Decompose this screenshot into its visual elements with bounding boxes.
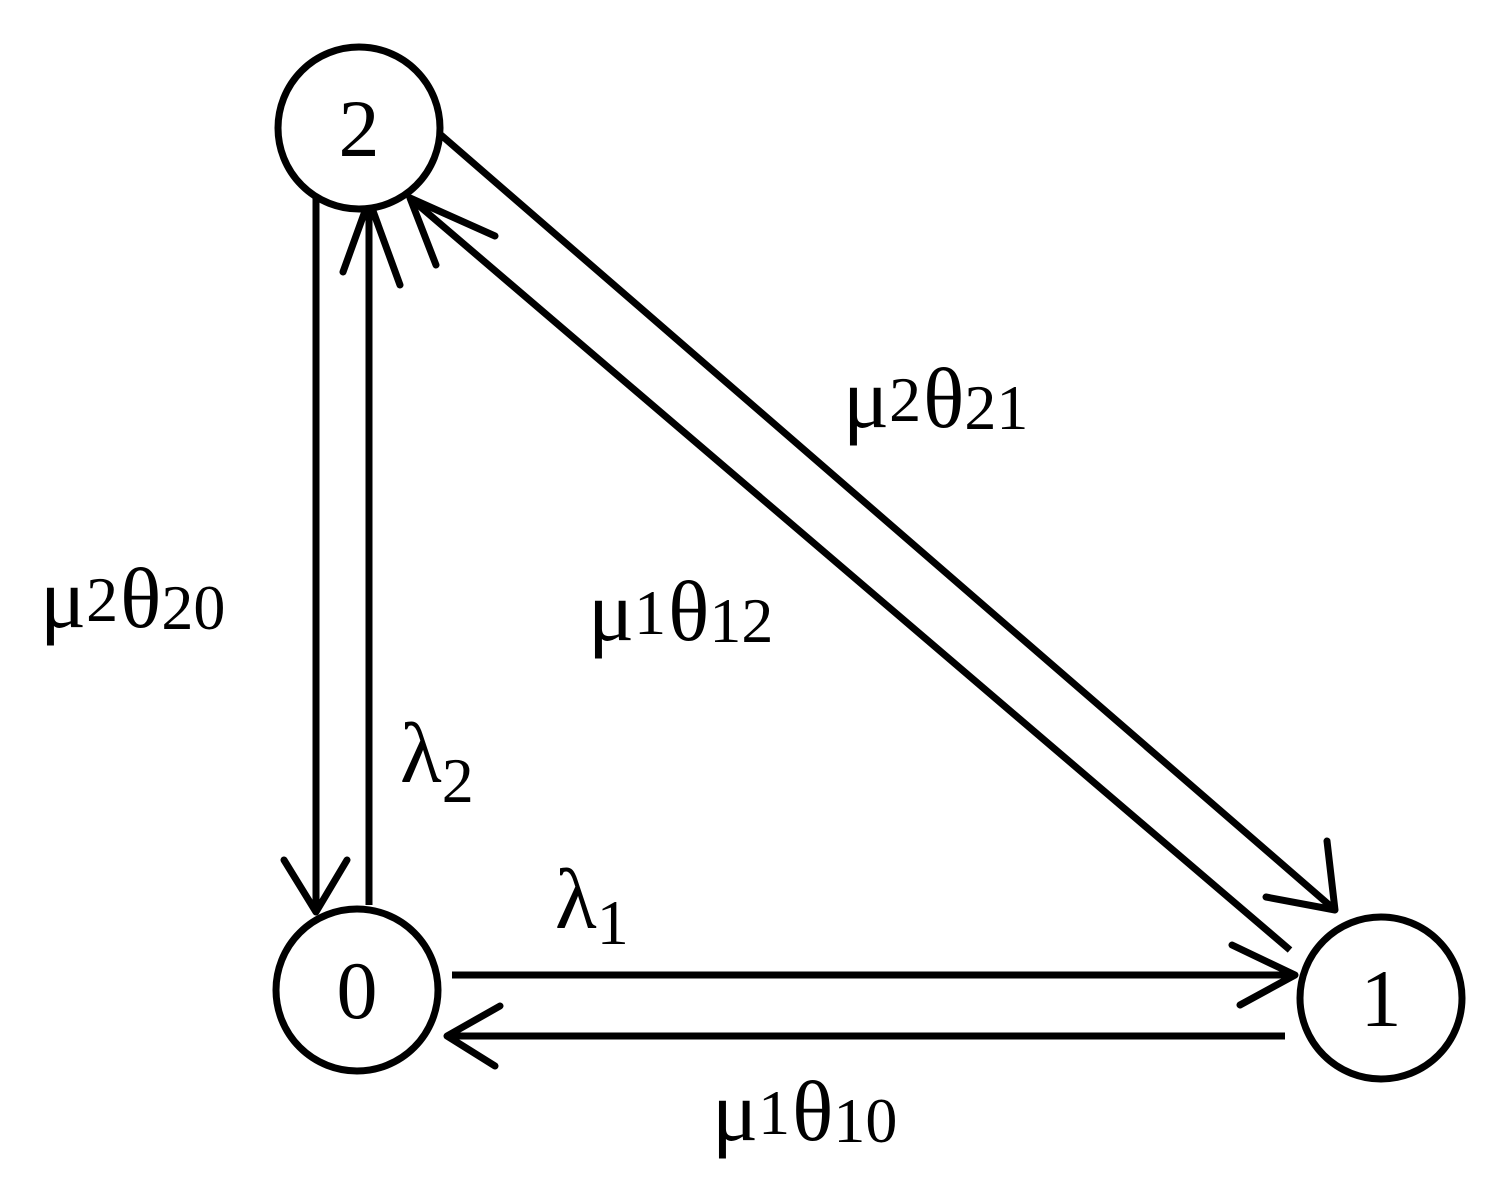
arrowhead-right-icon — [1228, 941, 1299, 1009]
state-node-2: 2 — [274, 43, 444, 213]
edge-2-to-1 — [438, 132, 1339, 914]
rate-label-2-to-1: μ2θ21 — [843, 350, 1028, 446]
rate-label-2-to-0: μ2θ20 — [40, 550, 225, 646]
arrowhead-down-icon — [280, 856, 351, 916]
rate-label-1-to-2: μ1θ12 — [588, 563, 773, 659]
rate-label-0-to-1: λ1 — [555, 851, 629, 958]
state-node-label: 1 — [1361, 953, 1402, 1044]
edge-1-to-0 — [443, 1002, 1285, 1070]
state-node-label: 0 — [337, 945, 378, 1036]
state-node-label: 2 — [339, 83, 380, 174]
edge-0-to-2 — [339, 196, 404, 905]
edge-0-to-1 — [452, 941, 1299, 1009]
arrowhead-diagonal-up-icon — [406, 194, 499, 269]
state-node-0: 0 — [272, 905, 442, 1075]
edge-2-to-0 — [280, 198, 351, 916]
state-node-1: 1 — [1296, 913, 1466, 1083]
rate-label-0-to-2: λ2 — [400, 705, 474, 816]
edge-1-to-2 — [406, 194, 1293, 953]
arrowhead-left-icon — [443, 1002, 504, 1070]
rate-label-1-to-0: μ1θ10 — [712, 1063, 897, 1159]
arrowhead-diagonal-down-icon — [1262, 837, 1339, 914]
